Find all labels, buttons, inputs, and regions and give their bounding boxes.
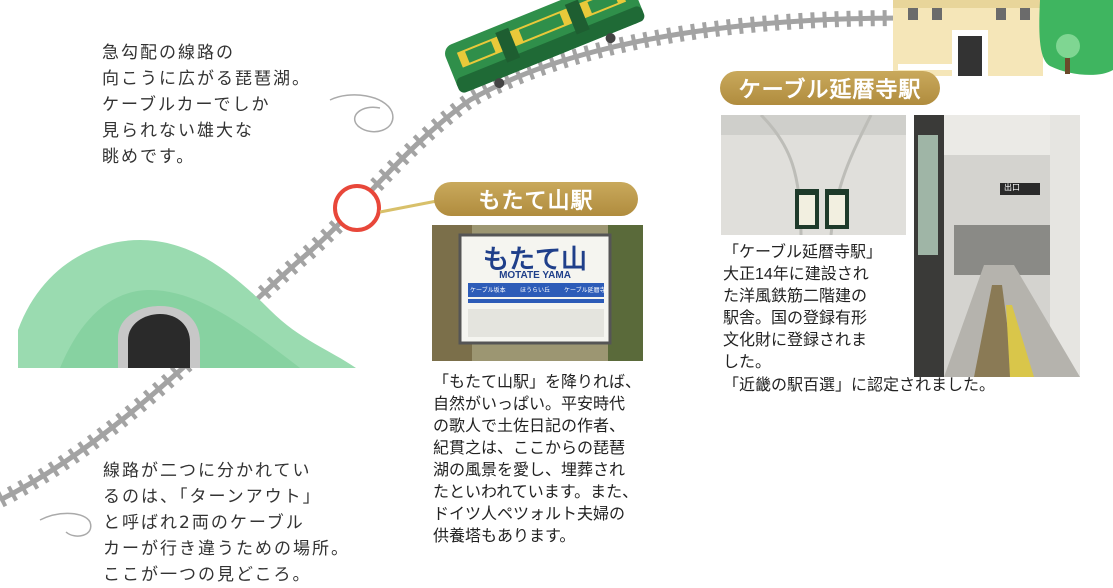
- motate-description: 「もたて山駅」を降りれば、 自然がいっぱい。平安時代 の歌人で土佐日記の作者、 …: [433, 374, 642, 545]
- enryakuji-station-banner: ケーブル延暦寺駅: [720, 71, 940, 105]
- sign-mid-text: ほうらい丘: [520, 287, 551, 294]
- enryakuji-ceiling-photo: [721, 115, 906, 235]
- motate-station-sign-photo: もたて山 MOTATE YAMA ケーブル坂本 ほうらい丘 ケーブル延暦寺: [432, 225, 643, 361]
- swirl-bottom: [39, 512, 92, 537]
- sign-right-text: ケーブル延暦寺: [564, 287, 606, 294]
- enryakuji-interior-photo: 出口: [914, 115, 1080, 377]
- sign-romaji-text: MOTATE YAMA: [499, 270, 571, 281]
- marker-leader-line: [379, 198, 443, 214]
- enryakuji-description: 「ケーブル延暦寺駅」 大正14年に建設され た洋風鉄筋二階建の 駅舎。国の登録有…: [723, 244, 883, 371]
- swirl-top: [329, 94, 394, 133]
- motate-station-banner: もたて山駅: [434, 182, 638, 216]
- sign-left-text: ケーブル坂本: [470, 287, 506, 294]
- sign-photo-art: [432, 225, 643, 361]
- sign-main-text: もたて山: [482, 245, 587, 275]
- station-building: [893, 0, 1113, 76]
- caption-view-lake: 急勾配の線路の 向こうに広がる琵琶湖。 ケーブルカーでしか 見られない雄大な 眺…: [102, 43, 311, 167]
- cable-car: [445, 0, 645, 93]
- caption-turnout: 線路が二つに分かれてい るのは、「ターンアウト」 と呼ばれ2両のケーブル カーが…: [103, 461, 350, 585]
- exit-sign-text: 出口: [1004, 183, 1020, 192]
- tunnel-hill: [18, 240, 356, 368]
- interior-photo-art: [914, 115, 1080, 377]
- enryakuji-note: 「近畿の駅百選」に認定されました。: [723, 377, 996, 394]
- ceiling-photo-art: [721, 115, 906, 235]
- station-marker-circle: [333, 184, 381, 232]
